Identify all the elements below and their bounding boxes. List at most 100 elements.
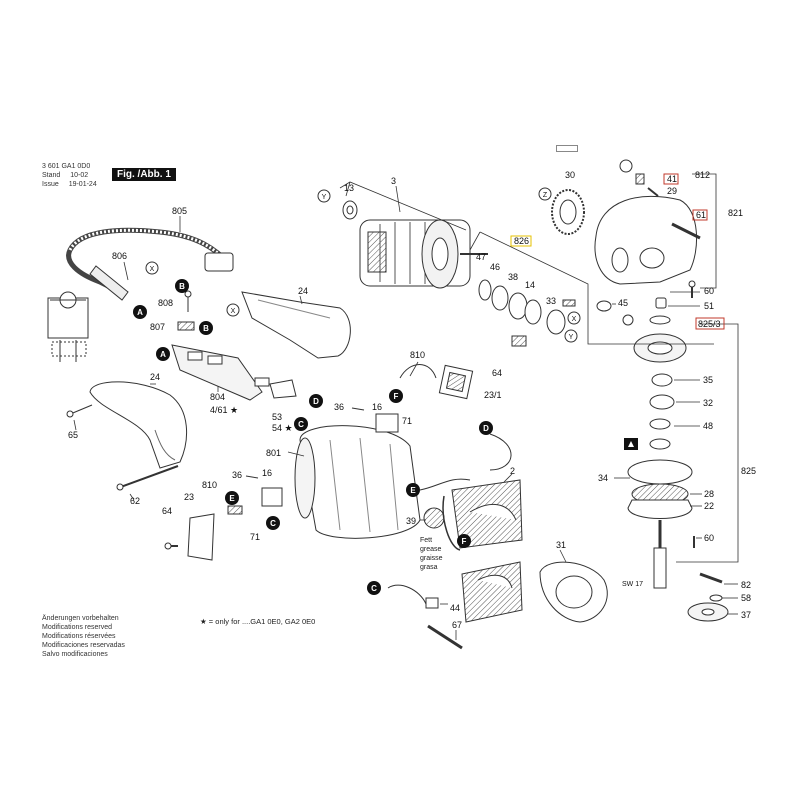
label-60-top: 60 [704,286,714,296]
part-labels: 3 13 30 812 41 29 821 61 826 805 806 808… [68,170,756,630]
badge-b-2: B [199,321,213,335]
label-810-bottom: 810 [202,480,217,490]
label-32: 32 [703,398,713,408]
gear-housing-drawing [594,195,698,285]
svg-text:X: X [231,308,236,315]
badge-c-2: C [266,516,280,530]
svg-text:D: D [313,397,319,406]
label-14: 14 [525,280,535,290]
svg-text:Z: Z [543,192,548,199]
label-31: 31 [556,540,566,550]
field-coil-drawing [442,479,523,551]
label-sw17: SW 17 [622,581,643,588]
label-46: 46 [490,262,500,272]
label-804: 804 [210,392,225,402]
label-47: 47 [476,252,486,262]
badge-e-1: E [225,491,239,505]
svg-text:B: B [179,282,185,291]
badge-z-1: Z [538,187,552,201]
label-33: 33 [546,296,556,306]
label-24-left: 24 [150,372,160,382]
badge-d-1: D [309,394,323,408]
label-36-bottom: 36 [232,470,242,480]
stand-row: Stand 10-02 [42,172,89,179]
label-35: 35 [703,375,713,385]
rear-handle-drawing [89,381,188,469]
label-810-top: 810 [410,350,425,360]
badge-f-2: F [457,534,471,548]
badge-a-1: A [133,305,147,319]
handle-shell-drawing [241,291,351,359]
svg-text:grasa: grasa [420,564,438,571]
svg-text:D: D [483,424,489,433]
label-71-top: 71 [402,416,412,426]
fan-drawing [423,507,445,529]
svg-text:Fett: Fett [420,537,432,544]
label-48: 48 [703,421,713,431]
badge-b-1: B [175,279,189,293]
badge-x-1: X [145,261,159,275]
label-805: 805 [172,206,187,216]
label-67: 67 [452,620,462,630]
label-22: 22 [704,501,714,511]
connector-badges: A B B A C D F D E C E F C Y Z X X X Y [133,187,581,595]
cord-sleeve-drawing [89,265,129,301]
svg-text:C: C [270,519,276,528]
label-61: 61 [696,210,706,220]
label-821: 821 [728,208,743,218]
badge-c-1: C [294,417,308,431]
label-64-bottom: 64 [162,506,172,516]
armature-drawing [359,219,488,289]
badge-y-1: Y [317,189,331,203]
svg-text:E: E [410,486,416,495]
label-3: 3 [391,176,396,186]
label-825: 825 [741,466,756,476]
registration-mark [556,145,578,152]
label-808: 808 [158,298,173,308]
label-801: 801 [266,448,281,458]
label-44: 44 [450,603,460,613]
label-30: 30 [565,170,575,180]
svg-text:graisse: graisse [420,555,443,562]
leader-lines [73,173,739,640]
doc-header: 3 601 GA1 0D0 Stand 10-02 Issue 19-01-24 [42,162,97,189]
label-58: 58 [741,593,751,603]
doc-number: 3 601 GA1 0D0 [42,163,91,170]
svg-text:X: X [150,266,155,273]
svg-text:X: X [572,316,577,323]
svg-text:Y: Y [569,334,574,341]
label-2: 2 [510,466,515,476]
label-65: 65 [68,430,78,440]
label-16-top: 16 [372,402,382,412]
label-23: 23 [184,492,194,502]
grease-note: Fett grease graisse grasa [420,537,443,571]
connector-schematic [47,291,89,362]
label-60-bottom: 60 [704,533,714,543]
label-54: 54 ★ [272,423,293,433]
badge-e-2: E [406,483,420,497]
guard-drawing [539,561,608,623]
plug-drawing [204,252,234,272]
highlight-boxes [510,173,725,330]
label-28: 28 [704,489,714,499]
badge-d-2: D [479,421,493,435]
motor-housing-drawing [294,425,421,539]
svg-text:E: E [229,494,235,503]
badge-y-2: Y [564,329,578,343]
badge-c-3: C [367,581,381,595]
label-34: 34 [598,473,608,483]
bevel-gear-drawing [551,189,585,235]
svg-text:A: A [137,308,143,317]
field-coil-lower-drawing [461,561,523,623]
svg-text:F: F [394,392,399,401]
label-13: 13 [344,183,354,193]
label-812: 812 [695,170,710,180]
badge-x-3: X [567,311,581,325]
svg-text:C: C [298,420,304,429]
issue-row: Issue 19-01-24 [42,181,97,188]
svg-text:C: C [371,584,377,593]
label-37: 37 [741,610,751,620]
label-807: 807 [150,322,165,332]
svg-text:grease: grease [420,546,442,553]
